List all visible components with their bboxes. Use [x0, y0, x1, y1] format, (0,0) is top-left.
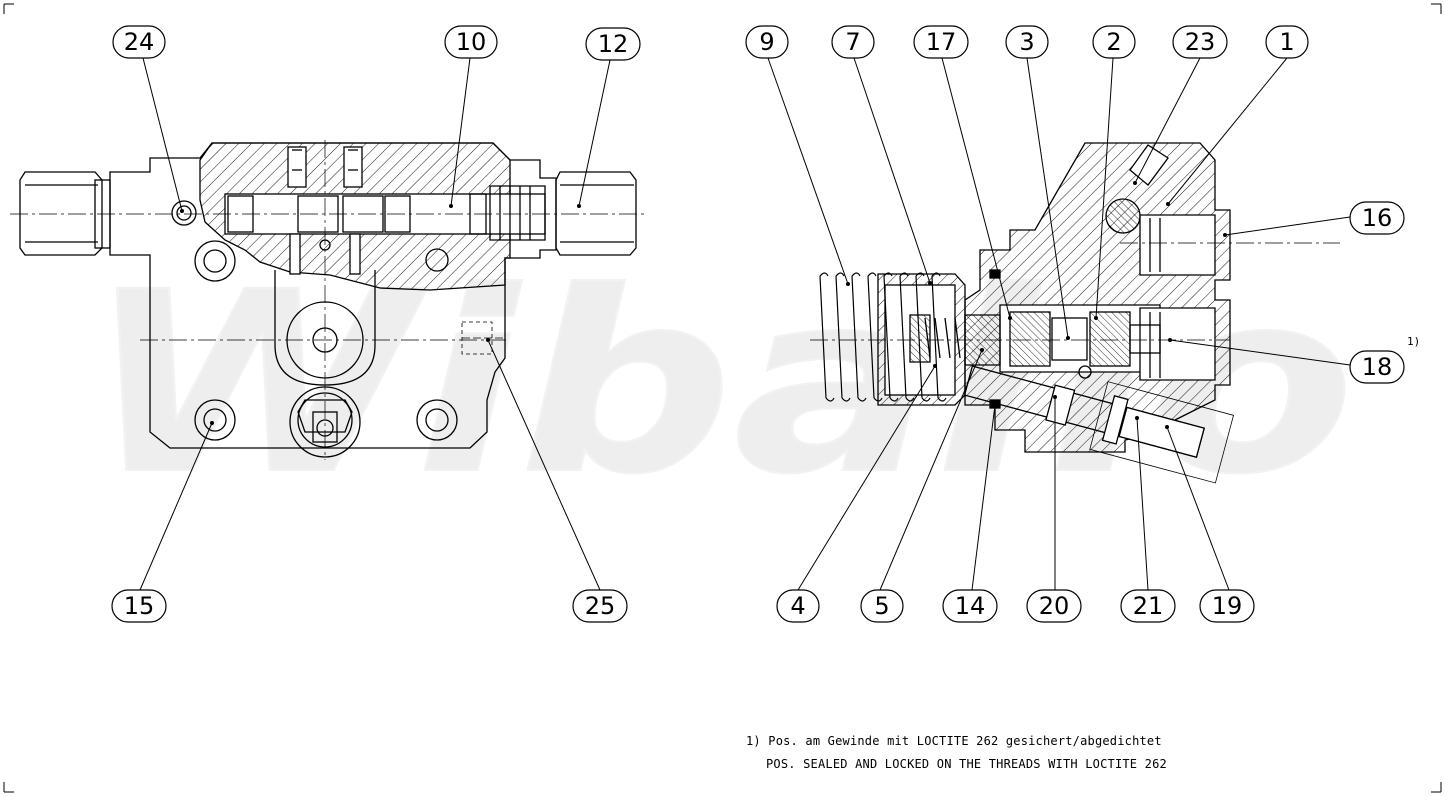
balloon-text: 14	[955, 592, 986, 620]
balloon-text: 7	[845, 28, 860, 56]
balloon-text: 21	[1133, 592, 1164, 620]
balloon-text: 24	[124, 28, 155, 56]
position-labels-right: 9 7 17 3 2 23 1 16	[745, 25, 1405, 623]
footnote-marker: 1)	[1407, 335, 1420, 348]
balloon-text: 4	[790, 592, 805, 620]
balloon-pos-15: 15	[111, 589, 167, 623]
balloon-pos-17: 17	[913, 25, 969, 59]
note-line-english: POS. SEALED AND LOCKED ON THE THREADS WI…	[766, 757, 1167, 771]
balloon-text: 17	[926, 28, 957, 56]
balloon-pos-2: 2	[1092, 25, 1136, 59]
balloon-pos-7: 7	[831, 25, 875, 59]
balloon-text: 15	[124, 592, 155, 620]
balloon-pos-19: 19	[1199, 589, 1255, 623]
balloon-text: 19	[1212, 592, 1243, 620]
balloon-text: 23	[1185, 28, 1216, 56]
balloon-text: 1	[1279, 28, 1294, 56]
sheet-border	[3, 3, 1442, 793]
balloon-pos-18: 18	[1349, 350, 1405, 384]
balloon-text: 16	[1362, 204, 1393, 232]
balloon-pos-5: 5	[860, 589, 904, 623]
left-view	[10, 140, 645, 460]
balloon-pos-24: 24	[112, 25, 166, 59]
balloon-pos-12: 12	[585, 27, 641, 61]
note-line-german: 1) Pos. am Gewinde mit LOCTITE 262 gesic…	[746, 734, 1162, 748]
balloon-pos-14: 14	[942, 589, 998, 623]
balloon-pos-3: 3	[1005, 25, 1049, 59]
balloon-text: 2	[1106, 28, 1121, 56]
balloon-text: 25	[585, 592, 616, 620]
balloon-pos-25: 25	[572, 589, 628, 623]
balloon-text: 9	[759, 28, 774, 56]
balloon-pos-21: 21	[1120, 589, 1176, 623]
balloon-pos-10: 10	[444, 25, 498, 59]
position-labels-left: 24 10 12 15 25	[111, 25, 641, 623]
leader-lines	[139, 57, 1351, 591]
balloon-pos-16: 16	[1349, 201, 1405, 235]
balloon-text: 20	[1039, 592, 1070, 620]
balloon-pos-4: 4	[776, 589, 820, 623]
balloon-pos-23: 23	[1172, 25, 1228, 59]
balloon-text: 10	[456, 28, 487, 56]
balloon-text: 18	[1362, 353, 1393, 381]
balloon-pos-20: 20	[1026, 589, 1082, 623]
balloon-text: 12	[598, 30, 629, 58]
balloon-pos-9: 9	[745, 25, 789, 59]
balloon-text: 3	[1019, 28, 1034, 56]
leader-dots	[180, 181, 1227, 429]
balloon-text: 5	[874, 592, 889, 620]
balloon-pos-1: 1	[1265, 25, 1309, 59]
